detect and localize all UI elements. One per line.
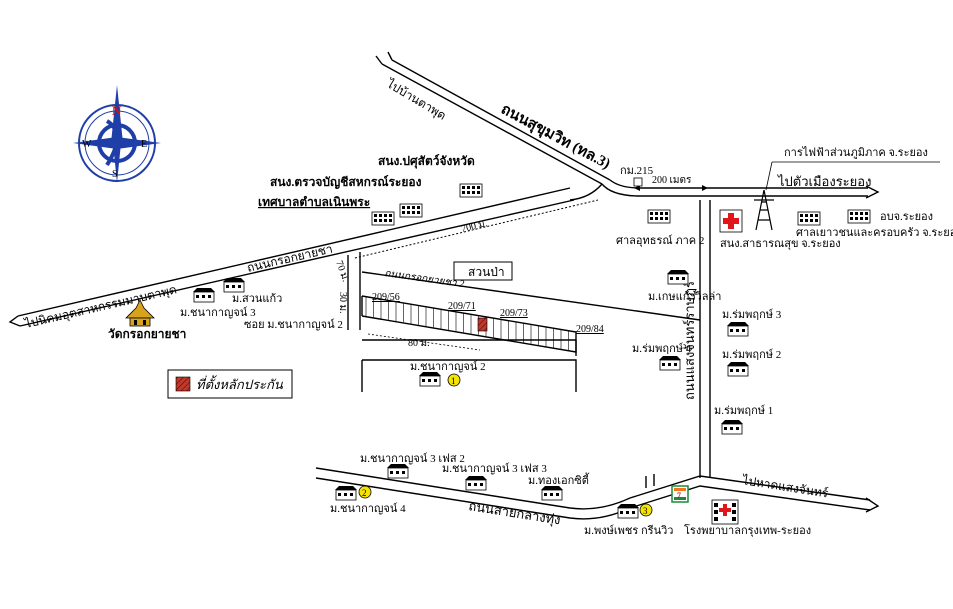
label-chanakan2: ม.ชนากาญจน์ 2 — [410, 360, 486, 373]
label-rompruk4: ม.ร่มพฤกษ์ 4 — [632, 342, 692, 355]
label-chanakan3-a: ม.ชนากาญจน์ 3 — [180, 306, 256, 319]
park-label: สวนป่า — [468, 265, 505, 279]
label-chanakan3-ph2: ม.ชนากาญจน์ 3 เฟส 2 — [360, 452, 465, 465]
temple-icon — [125, 299, 155, 327]
building-icon — [847, 209, 871, 224]
house-icon — [726, 321, 750, 337]
marker-2: 2 — [362, 488, 367, 498]
label-health-office: สนง.สาธารณสุข จ.ระยอง — [720, 238, 841, 250]
house-icon — [222, 277, 246, 293]
label-krok-yai-cha: ถนนกรอกยายชา — [246, 242, 334, 275]
label-rompruk1: ม.ร่มพฤกษ์ 1 — [714, 404, 773, 417]
park-box — [453, 261, 513, 281]
distance-line-700m — [354, 199, 599, 259]
distance-200m: 200 เมตร — [652, 175, 692, 186]
marker-3: 3 — [643, 506, 648, 516]
legend-swatch — [175, 376, 191, 392]
house-icon — [658, 355, 682, 371]
seven-eleven-label: 7 — [677, 491, 681, 500]
seven-eleven-icon — [671, 485, 689, 503]
km-post-icon — [633, 177, 643, 187]
house-icon — [386, 463, 410, 479]
compass-s: S — [112, 169, 118, 180]
label-municipality: เทศบาลตำบลเนินพระ — [258, 195, 370, 209]
house-icon — [616, 503, 640, 519]
label-rompruk3: ม.ร่มพฤกษ์ 3 — [722, 308, 782, 321]
red-cross-icon — [719, 209, 743, 233]
distance-80m: 80 ม. — [408, 338, 430, 349]
label-krok-yai-cha-2: ถนนกรอกยายชา 2 — [384, 268, 465, 290]
marker-circle-3 — [639, 503, 653, 517]
road-soi-chanakan-2 — [347, 252, 361, 330]
plot-subdivision-lines — [365, 297, 577, 352]
hospital-icon — [711, 499, 739, 525]
building-icon — [459, 183, 483, 198]
marker-circle-2 — [358, 485, 372, 499]
plot-209-73: 209/73 — [500, 308, 528, 319]
house-icon — [726, 361, 750, 377]
building-icon — [797, 211, 821, 226]
label-pongphet: ม.พงษ์เพชร กรีนวิว — [584, 524, 673, 537]
label-chanakan3-ph3: ม.ชนากาญจน์ 3 เฟส 3 — [442, 462, 547, 475]
label-livestock: สนง.ปศุสัตว์จังหวัด — [378, 154, 475, 169]
label-thong-ek-city: ม.ทองเอกซิตี้ — [528, 472, 590, 487]
distance-700m: 700 ม. — [460, 218, 488, 235]
legend-collateral-label: ที่ตั้งหลักประกัน — [196, 375, 284, 392]
distance-80m-arrow — [367, 333, 481, 351]
compass-e: E — [141, 139, 147, 150]
house-icon — [334, 485, 358, 501]
label-soi-chanakan-2: ซอย ม.ชนากาญจน์ 2 — [244, 318, 343, 331]
transmission-tower-icon — [754, 189, 774, 231]
building-icon — [399, 203, 423, 218]
house-icon — [192, 287, 216, 303]
label-sai-klang-thung: ถนนสายกลางทุ่ง — [467, 498, 561, 528]
label-juvenile-court: ศาลเยาวชนและครอบครัว จ.ระยอง — [796, 227, 953, 239]
label-electricity: การไฟฟ้าส่วนภูมิภาค จ.ระยอง — [784, 146, 928, 159]
distance-30m: 30 ม. — [337, 292, 348, 314]
label-to-rayong-city: ไปตัวเมืองระยอง — [777, 174, 871, 189]
label-to-industrial: ไปนิคมอุตสาหกรรมมาบตาพุด — [23, 282, 179, 332]
marker-circle-1 — [447, 373, 461, 387]
label-kasetkaew: ม.เกษแก้ววิลล่า — [648, 291, 721, 303]
label-coop-audit: สนง.ตรวจบัญชีสหกรณ์ระยอง — [270, 175, 422, 189]
distance-200m-arrow — [634, 185, 708, 191]
label-suan-kaeo: ม.สวนแก้ว — [232, 293, 282, 305]
compass-n: N — [112, 103, 122, 118]
label-temple: วัดกรอกยายชา — [108, 327, 186, 341]
road-krok-yai-cha — [8, 187, 575, 327]
compass-rose — [73, 85, 161, 183]
building-icon — [371, 211, 395, 226]
label-obj-rayong: อบจ.ระยอง — [880, 211, 933, 223]
label-saeng-chan-road: ถนนแสงจันทร์ราษฎร์ — [682, 281, 697, 400]
plot-209-71: 209/71 — [448, 301, 476, 312]
house-icon — [666, 269, 690, 285]
road-krok-yai-cha-2 — [361, 271, 701, 321]
house-icon — [540, 485, 564, 501]
legend: ที่ตั้งหลักประกัน — [167, 369, 293, 399]
road-saeng-chan — [699, 200, 711, 478]
marker-1: 1 — [451, 376, 456, 386]
distance-km215: กม.215 — [620, 165, 654, 177]
label-rompruk2: ม.ร่มพฤกษ์ 2 — [722, 348, 781, 361]
label-chanakan4: ม.ชนากาญจน์ 4 — [330, 502, 406, 515]
label-to-saeng-chan-beach: ไปหาดแสงจันทร์ — [741, 473, 830, 501]
plot-209-56: 209/56 — [372, 292, 400, 303]
collateral-plot — [477, 317, 488, 332]
building-icon — [647, 209, 671, 224]
label-hospital: โรงพยาบาลกรุงเทพ-ระยอง — [684, 523, 811, 537]
house-icon — [418, 371, 442, 387]
plot-209-84: 209/84 — [576, 324, 604, 335]
label-court-region2: ศาลอุทธรณ์ ภาค 2 — [616, 234, 704, 247]
compass-w: W — [82, 139, 92, 150]
house-icon — [464, 475, 488, 491]
road-sukhumvit — [375, 51, 611, 185]
house-icon — [720, 419, 744, 435]
